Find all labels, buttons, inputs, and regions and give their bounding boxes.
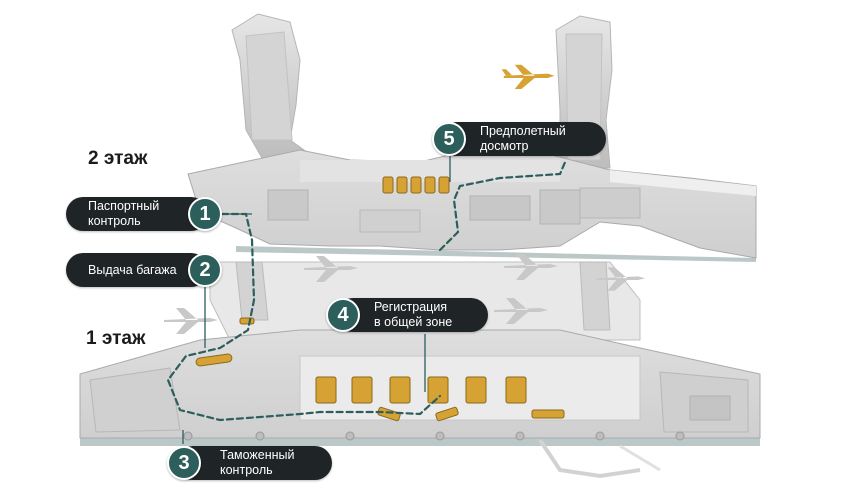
airplane-icon <box>494 298 548 324</box>
step-2-callout[interactable]: Выдача багажа <box>66 253 208 287</box>
floor-2-structure <box>187 13 757 262</box>
airplane-icon <box>164 308 218 334</box>
airplanes <box>164 64 646 334</box>
checkin-counters <box>315 376 565 422</box>
floor-1-label: 1 этаж <box>86 328 146 349</box>
airplane-icon <box>304 256 358 282</box>
step-4-label: Регистрация в общей зоне <box>374 300 453 329</box>
step-5-label: Предполетный досмотр <box>480 124 566 153</box>
step-2-label: Выдача багажа <box>88 262 177 277</box>
step-5-badge: 5 <box>432 122 466 156</box>
route-paths <box>166 158 568 422</box>
step-4-badge: 4 <box>326 298 360 332</box>
airplane-icon <box>504 254 558 280</box>
step-3-badge: 3 <box>167 446 201 480</box>
floor-1-structure <box>79 261 761 479</box>
step-4-callout[interactable]: Регистрация в общей зоне <box>336 298 488 332</box>
step-3-label: Таможенный контроль <box>220 448 295 477</box>
step-5-callout[interactable]: Предполетный досмотр <box>440 122 606 156</box>
airplane-icon <box>596 267 646 291</box>
floor-2-label: 2 этаж <box>88 148 148 169</box>
security-lanes <box>382 176 450 194</box>
route-departure <box>438 158 568 252</box>
step-1-callout[interactable]: Паспортный контроль <box>66 197 208 231</box>
airplane-icon <box>501 64 555 89</box>
route-arrival <box>166 212 442 422</box>
step-1-label: Паспортный контроль <box>88 199 160 228</box>
step-1-badge: 1 <box>188 197 222 231</box>
step-2-badge: 2 <box>188 253 222 287</box>
callout-lines <box>182 156 451 444</box>
step-3-callout[interactable]: Таможенный контроль <box>176 446 332 480</box>
